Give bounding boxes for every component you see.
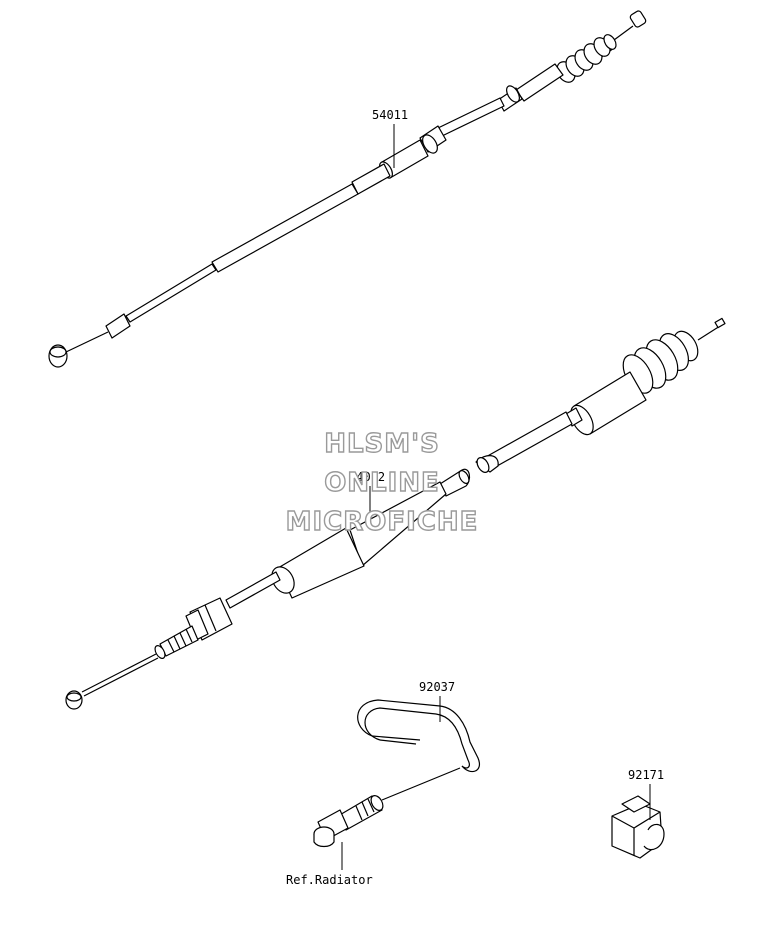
watermark-line-1: HLSM'S [324, 429, 440, 459]
ref-radiator-label[interactable]: Ref.Radiator [286, 873, 373, 887]
watermark-line-2: ONLINE [324, 468, 440, 498]
leader-lines [341, 124, 651, 870]
watermark: HLSM'S ONLINE MICROFICHE [285, 428, 479, 537]
watermark-line-3: MICROFICHE [286, 507, 479, 537]
cable-54012-top-end-icon [697, 317, 726, 341]
cable-54011-top-end-icon [613, 10, 647, 41]
cable-54011[interactable] [48, 10, 647, 368]
cable-54012-bottom-end-icon [65, 653, 159, 710]
cable-54011-bottom-end-icon [48, 313, 131, 368]
clip-92171-icon[interactable] [611, 795, 665, 859]
part-number-92037[interactable]: 92037 [419, 680, 455, 694]
clamp-92037-icon[interactable] [357, 699, 480, 801]
part-number-92171[interactable]: 92171 [628, 768, 664, 782]
cable-54012[interactable] [65, 317, 726, 710]
part-number-54012[interactable]: 54012 [349, 470, 385, 484]
cable-54012-nut-icon [185, 597, 233, 641]
cable-54011-boot-icon [556, 34, 617, 83]
bolt-icon[interactable] [313, 794, 385, 848]
cable-54012-thread-icon [154, 625, 199, 659]
part-number-54011[interactable]: 54011 [372, 108, 408, 122]
